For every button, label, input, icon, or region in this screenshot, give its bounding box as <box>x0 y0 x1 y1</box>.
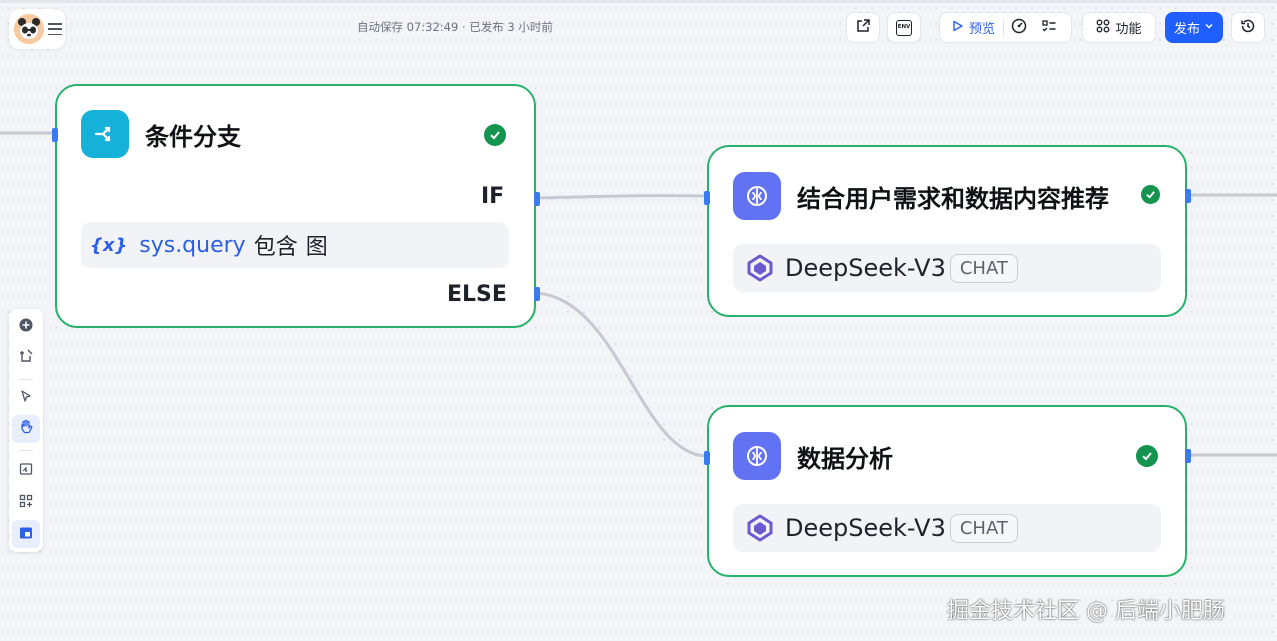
if-label: IF <box>481 184 505 209</box>
top-border <box>0 0 1277 3</box>
image-export-icon <box>19 461 33 480</box>
condition-node[interactable]: 条件分支 IF {x} sys.query 包含 图 ELSE <box>52 84 540 328</box>
plus-circle-icon <box>19 317 33 336</box>
pointer-mode-button[interactable] <box>12 383 40 411</box>
llm-node-analysis[interactable]: 数据分析 DeepSeek-V3 CHAT <box>704 405 1191 577</box>
check-circle-icon <box>1141 185 1160 204</box>
history-button[interactable] <box>1231 12 1265 43</box>
analysis-input-port[interactable] <box>704 451 710 465</box>
model-selector[interactable]: DeepSeek-V3 CHAT <box>733 504 1161 552</box>
model-type-tag: CHAT <box>949 513 1018 543</box>
note-icon <box>19 348 33 367</box>
add-node-button[interactable] <box>12 312 40 340</box>
env-button[interactable]: ENV <box>887 12 921 43</box>
canvas-toolbar <box>9 309 43 552</box>
chevron-down-icon <box>1204 20 1214 35</box>
model-type-tag: CHAT <box>949 253 1018 283</box>
features-label: 功能 <box>1115 22 1142 37</box>
recommend-output-port[interactable] <box>1185 189 1191 203</box>
condition-value: 图 <box>305 235 328 260</box>
branch-icon <box>81 110 129 158</box>
qwen-star-icon <box>745 253 775 283</box>
env-icon: ENV <box>896 19 912 36</box>
checklist-button[interactable] <box>1034 18 1064 38</box>
toolbar-divider <box>19 379 33 380</box>
else-label: ELSE <box>447 282 507 307</box>
toolbar-divider <box>19 450 33 451</box>
share-button[interactable] <box>846 12 880 43</box>
check-circle-icon <box>484 124 506 146</box>
app-logo-menu[interactable] <box>9 9 65 49</box>
model-selector[interactable]: DeepSeek-V3 CHAT <box>733 244 1161 292</box>
preview-toolbar-group: 预览 <box>939 12 1072 43</box>
cursor-icon <box>19 388 33 407</box>
model-name: DeepSeek-V3 <box>785 254 946 282</box>
play-icon <box>952 20 964 36</box>
preview-button[interactable]: 预览 <box>940 13 1003 42</box>
hand-icon <box>18 419 34 439</box>
variable-icon: {x} <box>90 234 128 256</box>
brain-icon <box>733 172 781 220</box>
analysis-output-port[interactable] <box>1185 449 1191 463</box>
hand-mode-button[interactable] <box>12 415 40 443</box>
brain-icon <box>733 432 781 480</box>
condition-row[interactable]: {x} sys.query 包含 图 <box>81 222 509 268</box>
recommend-node-header: 结合用户需求和数据内容推荐 <box>733 172 1109 220</box>
check-circle-icon <box>1136 445 1158 467</box>
condition-variable: sys.query <box>139 232 246 258</box>
llm-node-recommend[interactable]: 结合用户需求和数据内容推荐 DeepSeek-V3 CHAT <box>704 145 1191 317</box>
features-button[interactable]: 功能 <box>1082 12 1156 43</box>
minimap-toggle-button[interactable] <box>12 520 40 548</box>
organize-blocks-button[interactable] <box>12 488 40 516</box>
else-output-port[interactable] <box>534 287 540 301</box>
autosave-status: 自动保存 07:32:49 · 已发布 3 小时前 <box>357 20 553 34</box>
menu-icon[interactable] <box>48 23 62 35</box>
recommend-node-title: 结合用户需求和数据内容推荐 <box>797 184 1109 213</box>
minimap-icon <box>19 525 33 544</box>
publish-label: 发布 <box>1173 22 1200 37</box>
analysis-node-title: 数据分析 <box>797 444 893 473</box>
qwen-star-icon <box>745 513 775 543</box>
export-image-button[interactable] <box>12 456 40 484</box>
model-name: DeepSeek-V3 <box>785 514 946 542</box>
watermark: 掘金技术社区 @ 后端小肥肠 <box>947 599 1225 624</box>
publish-button[interactable]: 发布 <box>1165 12 1223 43</box>
condition-node-header: 条件分支 <box>81 110 241 158</box>
history-icon <box>1240 18 1256 38</box>
checklist-icon <box>1041 18 1057 38</box>
condition-input-port[interactable] <box>52 128 58 142</box>
condition-operator: 包含 <box>253 235 298 260</box>
recommend-input-port[interactable] <box>704 191 710 205</box>
edge-else-to-analysis <box>536 291 708 458</box>
grid-icon <box>19 493 33 512</box>
panda-avatar-icon <box>14 14 44 44</box>
gauge-icon <box>1011 18 1027 38</box>
grid-icon <box>1096 19 1110 37</box>
share-icon <box>855 18 871 38</box>
analysis-node-header: 数据分析 <box>733 432 893 480</box>
condition-node-title: 条件分支 <box>145 122 241 151</box>
preview-label: 预览 <box>969 22 996 37</box>
if-output-port[interactable] <box>534 192 540 206</box>
add-note-button[interactable] <box>12 343 40 371</box>
edge-if-to-recommend <box>536 194 708 200</box>
debug-button[interactable] <box>1004 18 1034 38</box>
